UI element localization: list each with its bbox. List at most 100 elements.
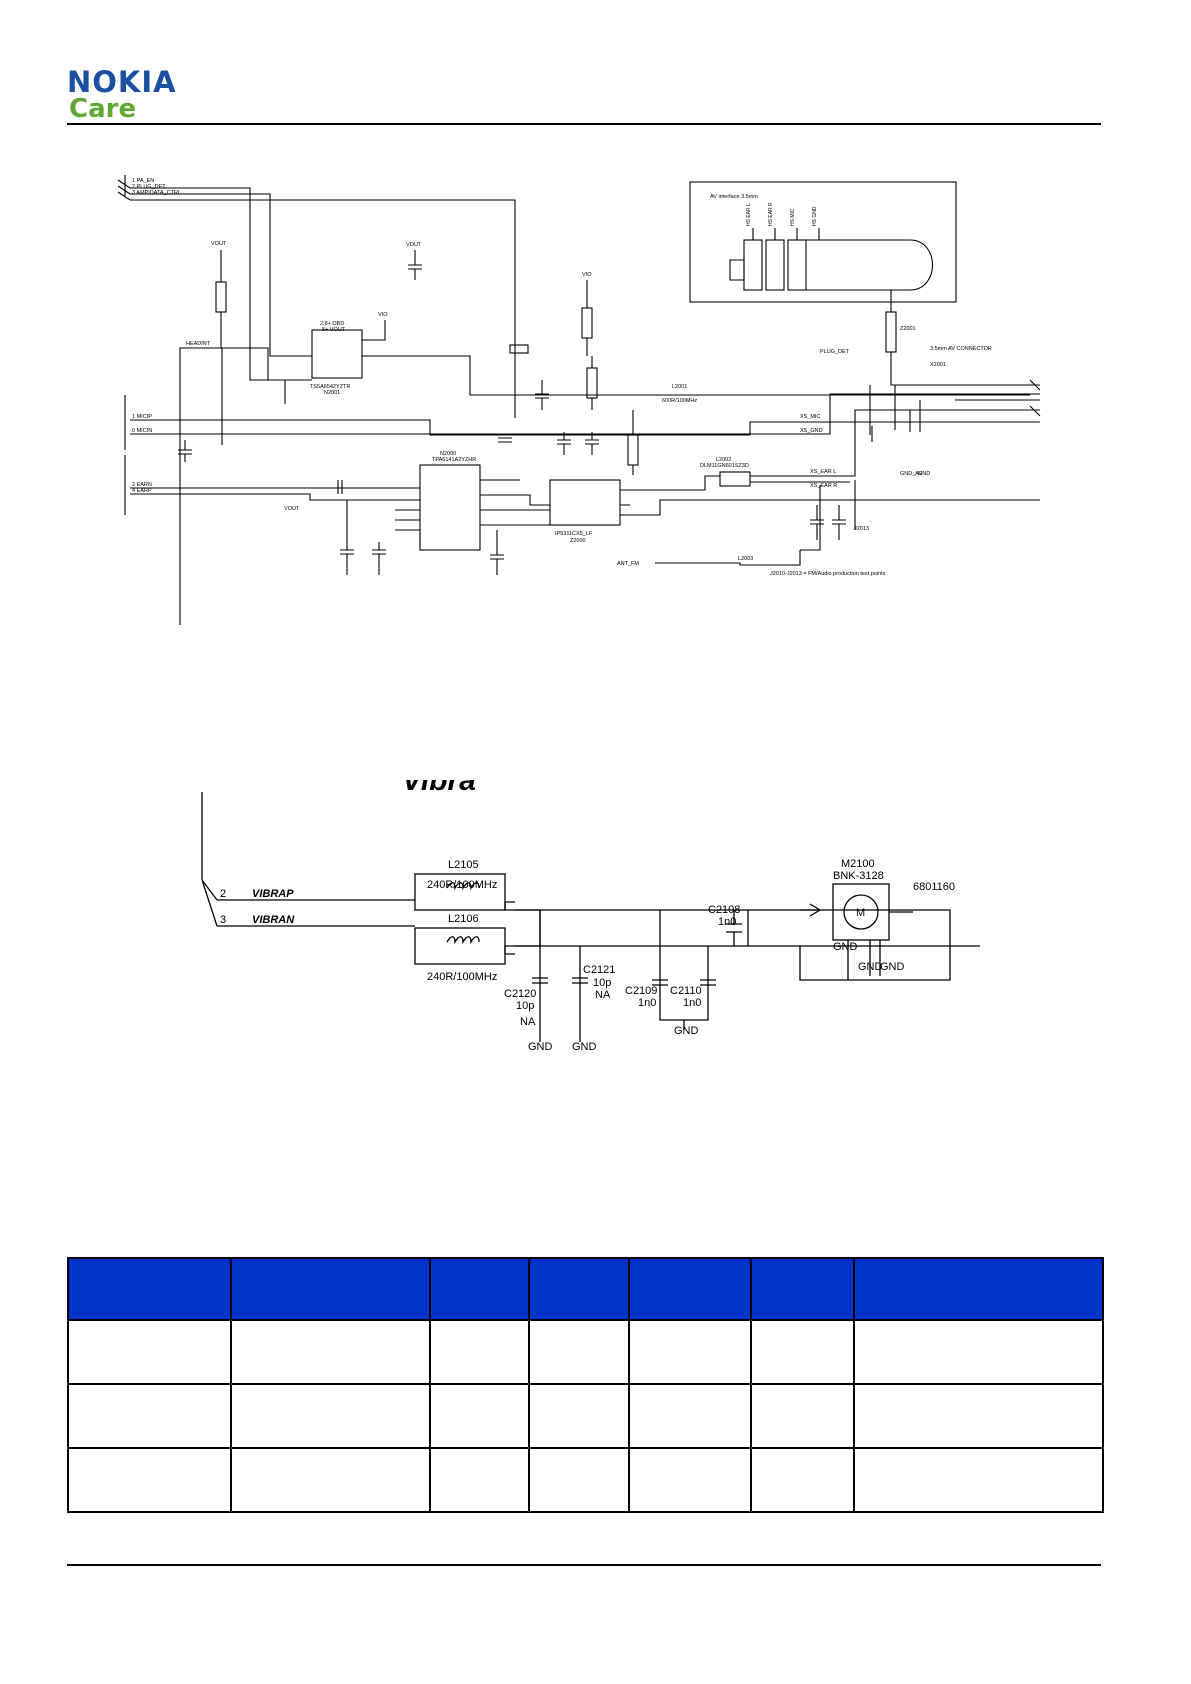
table-header-cell bbox=[750, 1257, 855, 1321]
av-input-earn: 2 EARN bbox=[132, 482, 152, 488]
connector-title: 3.5mm AV CONNECTOR bbox=[930, 346, 992, 352]
cap-c2121-note: NA bbox=[595, 989, 611, 1001]
table-cell bbox=[429, 1319, 530, 1385]
label-z2000-part: IP5311CX5_LF bbox=[555, 531, 593, 537]
motor-symbol: M bbox=[856, 907, 865, 919]
cap-c2110: C2110 bbox=[670, 985, 702, 997]
pin-label-mic: HS MIC bbox=[790, 208, 796, 226]
label-n2001-c: 5+ VOUT bbox=[322, 327, 346, 333]
cap-c2109: C2109 bbox=[625, 985, 657, 997]
inductor-l2105: L2105 bbox=[448, 859, 479, 871]
logo-care-wordmark: Care bbox=[69, 94, 137, 124]
table-header-cell bbox=[628, 1257, 752, 1321]
nokia-care-logo: NOKIA Care bbox=[67, 66, 207, 126]
label-vout-2: VOUT bbox=[406, 242, 422, 248]
table-cell bbox=[429, 1383, 530, 1449]
table-cell bbox=[853, 1383, 1104, 1449]
cap-c2109-value: 1n0 bbox=[638, 997, 656, 1009]
label-xs-ear-l: XS_EAR L bbox=[810, 469, 836, 475]
cap-c2120: C2120 bbox=[504, 988, 536, 1000]
av-input-micip: 1 MICIP bbox=[132, 414, 152, 420]
inductor-l2105-value: 240R/100MHz bbox=[427, 879, 497, 891]
table-header-row bbox=[67, 1257, 1104, 1321]
label-test-point-note: J2010-J2013 = FM/Audio production test p… bbox=[770, 571, 886, 577]
table-header-cell bbox=[429, 1257, 530, 1321]
inductor-l2106-value: 240R/100MHz bbox=[427, 971, 497, 983]
label-ant-fm: ANT_FM bbox=[617, 561, 639, 567]
table-cell bbox=[528, 1383, 630, 1449]
label-n2000: N2000 bbox=[440, 451, 456, 457]
vibra-title: Vibra bbox=[402, 780, 476, 797]
table-header-cell bbox=[230, 1257, 431, 1321]
label-xs-gnd: XS_GND bbox=[800, 428, 823, 434]
av-input-earp: 4 EARP bbox=[132, 488, 152, 494]
label-n2001-b: 2,8+ OBD bbox=[320, 321, 344, 327]
table-cell bbox=[750, 1319, 855, 1385]
cap-c2121-value: 10p bbox=[593, 977, 611, 989]
av-schematic: 1 PA_EN 2 PLUG_DET 3 AMPIDATA_CTRL 1 MIC… bbox=[117, 175, 1041, 625]
inductor-l2106: L2106 bbox=[448, 913, 479, 925]
vibra-pin-2: 2 bbox=[220, 888, 226, 900]
table-cell bbox=[628, 1447, 752, 1513]
table-cell bbox=[230, 1383, 431, 1449]
cap-c2120-gnd: GND bbox=[528, 1041, 553, 1053]
motor-gnd-2: GND bbox=[858, 961, 883, 973]
cap-c2110-value: 1n0 bbox=[683, 997, 701, 1009]
table-cell bbox=[230, 1447, 431, 1513]
motor-ref: M2100 bbox=[841, 858, 875, 870]
label-z2000: Z2000 bbox=[570, 538, 586, 544]
table-cell bbox=[528, 1319, 630, 1385]
av-input-plug-det: 2 PLUG_DET bbox=[132, 184, 166, 190]
av-input-pa-en: 1 PA_EN bbox=[132, 178, 154, 184]
table-cell bbox=[67, 1447, 232, 1513]
vibra-pin-3: 3 bbox=[220, 914, 226, 926]
table-cell bbox=[750, 1447, 855, 1513]
label-vout-1: VOUT bbox=[211, 241, 227, 247]
motor-part: BNK-3128 bbox=[833, 870, 884, 882]
label-l2003: L2003 bbox=[738, 556, 753, 562]
label-n2000-part: TPA6141A2YZHR bbox=[432, 457, 476, 463]
label-n2001-part: TS5A6542YZTR bbox=[310, 384, 350, 390]
footer-rule bbox=[67, 1564, 1101, 1566]
logo-nokia-wordmark: NOKIA bbox=[67, 65, 177, 99]
label-l2002: L2002 bbox=[716, 457, 731, 463]
label-headint: HEADINT bbox=[186, 341, 211, 347]
table-cell bbox=[853, 1447, 1104, 1513]
data-table bbox=[67, 1257, 1104, 1513]
table-cell bbox=[853, 1319, 1104, 1385]
pin-label-gnd: HS GND bbox=[812, 206, 818, 226]
table-cell bbox=[528, 1447, 630, 1513]
motor-gnd-1: GND bbox=[833, 941, 858, 953]
table-cell bbox=[67, 1383, 232, 1449]
cap-c2120-value: 10p bbox=[516, 1000, 534, 1012]
label-vout-3: VOUT bbox=[284, 506, 300, 512]
table-row bbox=[67, 1319, 1104, 1385]
header-rule bbox=[67, 123, 1101, 125]
av-input-micin: 0 MICIN bbox=[132, 428, 152, 434]
label-xs-ear-r: XS_EAR R bbox=[810, 483, 837, 489]
label-x2001: X2001 bbox=[930, 362, 946, 368]
pin-label-ear-l: HS EAR L bbox=[746, 203, 752, 226]
table-row bbox=[67, 1447, 1104, 1513]
vibra-signal-vibran: VIBRAN bbox=[252, 914, 295, 926]
av-input-ampidata: 3 AMPIDATA_CTRL bbox=[132, 190, 181, 196]
cap-c2108: C2108 bbox=[708, 904, 740, 916]
cap-c2121-gnd: GND bbox=[572, 1041, 597, 1053]
cap-c2120-note: NA bbox=[520, 1016, 536, 1028]
label-plug-det: PLUG_DET bbox=[820, 349, 850, 355]
table-cell bbox=[628, 1319, 752, 1385]
label-l2002-value: DLM11GN601SZ3D bbox=[700, 463, 749, 469]
av-interface-title: AV interface 3.5mm bbox=[710, 194, 758, 200]
table-row bbox=[67, 1383, 1104, 1449]
label-vio-2: VIO bbox=[378, 312, 388, 318]
table-header-cell bbox=[853, 1257, 1104, 1321]
cap-group-gnd: GND bbox=[674, 1025, 699, 1037]
motor-code: 6801160 bbox=[913, 881, 955, 893]
vibra-schematic: Vibra 2 VIBRAP 3 VIBRAN L2105 240R/100MH… bbox=[201, 780, 980, 1053]
cap-c2108-value: 1n0 bbox=[718, 916, 736, 928]
vibra-signal-vibrap: VIBRAP bbox=[252, 888, 294, 900]
label-j2013: J2013 bbox=[854, 526, 869, 532]
label-l2001: L2001 bbox=[672, 384, 687, 390]
label-gnd-av: GND_AV bbox=[900, 471, 923, 477]
label-l2001-value: 600R/100MHz bbox=[662, 398, 697, 404]
